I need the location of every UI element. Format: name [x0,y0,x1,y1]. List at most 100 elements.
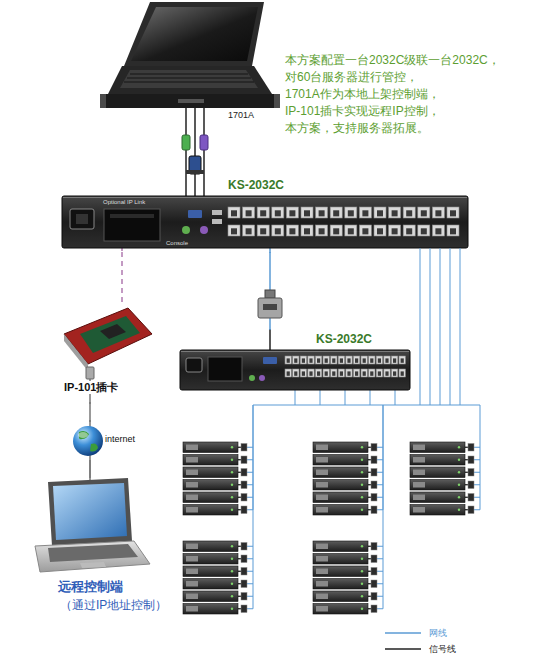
kvm-switch-drawing [104,209,160,241]
rj45-port [353,356,359,364]
rj45-port [301,207,313,218]
server-unit [465,459,468,460]
server-unit [183,480,238,491]
network-cable [377,447,383,448]
rj45-port [309,358,312,362]
server-unit [313,442,377,453]
rj45-port [243,207,255,218]
network-cable [430,248,431,405]
rj45-port [319,228,325,234]
kvm-switch: KS-2032C [176,330,414,394]
network-cable [474,472,480,473]
rj45-port [418,207,430,218]
kvm-adapter [263,304,277,310]
rj45-port [406,228,412,234]
server-unit [458,446,460,448]
server-unit [313,480,368,491]
rj45-port [378,371,381,375]
network-cable [320,390,321,405]
rj45-port [293,369,299,377]
server-unit [231,484,233,486]
server-unit [361,509,363,511]
rj45-port [370,358,373,362]
server-unit [371,469,377,477]
rj45-port [377,228,383,234]
server-unit [458,459,460,461]
server-unit [410,505,474,516]
cable-connector [89,402,91,422]
rj45-port [406,210,412,216]
server-unit [361,558,363,560]
server-unit [241,469,247,477]
network-cable [377,472,383,473]
server-unit [410,480,474,491]
network-cable [474,509,480,510]
server-unit [313,492,368,503]
rj45-port [285,356,291,364]
server-unit [368,509,371,510]
network-cable [377,571,383,572]
rj45-port [432,207,444,218]
kvm-switch-drawing [180,350,410,390]
network-cable [247,497,253,498]
network-cable [480,405,481,510]
rj45-port [330,225,342,236]
network-cable [247,459,253,460]
rj45-port [391,356,397,364]
server-unit [231,583,233,585]
rj45-port [243,225,255,236]
server-unit [186,470,198,476]
rj45-port [275,210,281,216]
server-unit [183,492,247,503]
rj45-port [432,225,444,236]
rj45-port [450,210,456,216]
rj45-port [345,207,357,218]
internet-globe-drawing [78,432,88,438]
server-unit [458,496,460,498]
rj45-port [347,358,350,362]
internet-globe-drawing [90,444,98,452]
server-unit [468,444,474,452]
server-unit [313,480,377,491]
rj45-port [359,207,371,218]
laptop-drawing [35,541,150,572]
rj45-port [272,225,284,236]
rj45-port [315,369,321,377]
network-cable [377,546,383,547]
rj45-port [361,356,367,364]
rj45-port [361,369,367,377]
server-unit [183,579,247,590]
server-unit [186,507,198,513]
server-unit [313,591,377,602]
rj45-port [355,358,358,362]
rj45-port [308,356,314,364]
server-unit [231,459,233,461]
server-unit [465,472,468,473]
network-cable [247,583,253,584]
server-unit [183,604,238,615]
server-unit [368,497,371,498]
device-label: KS-2032C [228,178,284,192]
rack-console-drawing [104,94,276,108]
server-unit [186,569,198,575]
rj45-port [384,356,390,364]
ps2-plug [200,135,208,150]
rj45-port [331,369,337,377]
rj45-port [333,210,339,216]
rj45-port [389,225,401,236]
server-unit [183,442,238,453]
rj45-port [330,207,342,218]
server-unit [231,545,233,547]
rj45-port [369,369,375,377]
network-cable [474,447,480,448]
kvm-switch-drawing [228,207,459,236]
server-unit [238,459,241,460]
server-unit [361,545,363,547]
server-unit [186,606,198,612]
rj45-port [447,207,459,218]
network-cable [247,558,253,559]
network-cable [377,497,383,498]
rj45-port [345,207,357,218]
server-unit [186,581,198,587]
rj45-port [348,228,354,234]
